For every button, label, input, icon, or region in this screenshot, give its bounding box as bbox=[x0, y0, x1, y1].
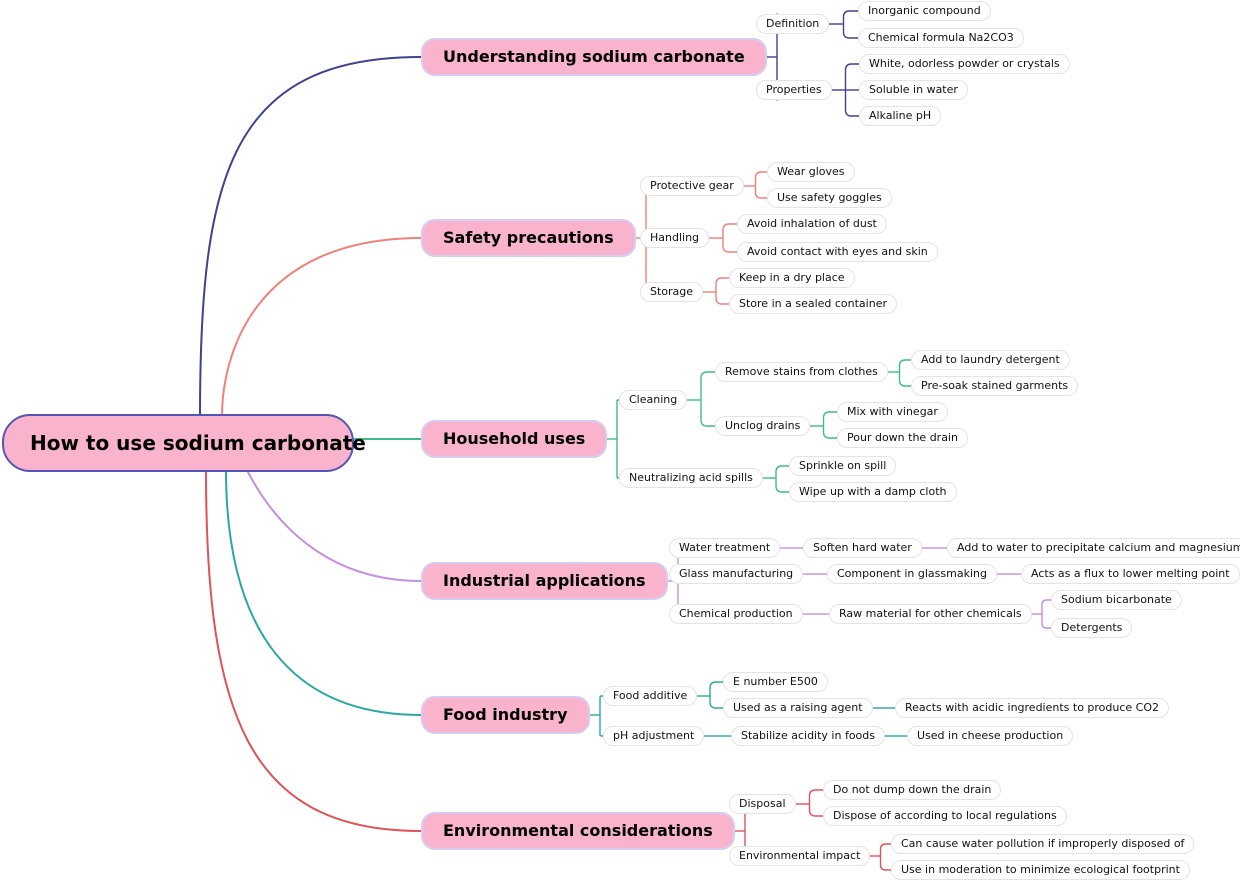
connector-line bbox=[1041, 614, 1051, 629]
topic-mix-with-vinegar[interactable]: Mix with vinegar bbox=[837, 402, 948, 422]
connector-line bbox=[808, 789, 823, 804]
topic-alkaline-ph[interactable]: Alkaline pH bbox=[859, 106, 942, 126]
topic-disposal[interactable]: Disposal bbox=[729, 794, 796, 814]
topic-keep-in-a-dry-place[interactable]: Keep in a dry place bbox=[729, 268, 855, 288]
main-topic-environmental-considerations[interactable]: Environmental considerations bbox=[421, 812, 735, 850]
connector-line bbox=[715, 292, 729, 305]
topic-do-not-dump-down-the-drain[interactable]: Do not dump down the drain bbox=[823, 780, 1002, 800]
connector-line bbox=[722, 238, 737, 253]
topic-handling[interactable]: Handling bbox=[640, 228, 710, 248]
topic-inorganic-compound[interactable]: Inorganic compound bbox=[858, 1, 991, 21]
topic-raw-material-for-other-chemicals[interactable]: Raw material for other chemicals bbox=[829, 604, 1032, 624]
connector-line bbox=[879, 843, 891, 856]
connector-main bbox=[221, 237, 422, 417]
main-topic-food-industry[interactable]: Food industry bbox=[421, 696, 590, 734]
topic-pour-down-the-drain[interactable]: Pour down the drain bbox=[837, 428, 968, 448]
main-topic-safety-precautions[interactable]: Safety precautions bbox=[421, 219, 636, 257]
topic-use-safety-goggles[interactable]: Use safety goggles bbox=[767, 188, 892, 208]
connector-line bbox=[754, 171, 767, 186]
connector-line bbox=[722, 223, 737, 238]
topic-reacts-with-acidic-ingredients-to-produce-co2[interactable]: Reacts with acidic ingredients to produc… bbox=[895, 698, 1170, 718]
topic-properties[interactable]: Properties bbox=[756, 80, 832, 100]
connector-line bbox=[842, 10, 858, 24]
topic-avoid-inhalation-of-dust[interactable]: Avoid inhalation of dust bbox=[737, 214, 887, 234]
topic-cleaning[interactable]: Cleaning bbox=[619, 390, 688, 410]
connector-line bbox=[709, 681, 723, 696]
connector-line bbox=[898, 372, 911, 387]
connector-line bbox=[775, 465, 789, 478]
connector-line bbox=[616, 439, 619, 479]
connector-line bbox=[842, 24, 858, 39]
topic-unclog-drains[interactable]: Unclog drains bbox=[715, 416, 811, 436]
connector-line bbox=[1041, 599, 1051, 614]
topic-dispose-of-according-to-local-regulations[interactable]: Dispose of according to local regulation… bbox=[823, 806, 1067, 826]
topic-water-treatment[interactable]: Water treatment bbox=[669, 538, 781, 558]
connector-line bbox=[844, 63, 859, 90]
topic-environmental-impact[interactable]: Environmental impact bbox=[729, 846, 871, 866]
topic-component-in-glassmaking[interactable]: Component in glassmaking bbox=[827, 564, 997, 584]
connector-line bbox=[599, 715, 603, 737]
main-topic-industrial-applications[interactable]: Industrial applications bbox=[421, 562, 668, 600]
connector-line bbox=[822, 426, 837, 439]
main-topic-understanding-sodium-carbonate[interactable]: Understanding sodium carbonate bbox=[421, 38, 767, 76]
connector-line bbox=[700, 400, 715, 427]
topic-e-number-e500[interactable]: E number E500 bbox=[723, 672, 828, 692]
connector-main bbox=[199, 56, 422, 417]
topic-add-to-laundry-detergent[interactable]: Add to laundry detergent bbox=[911, 350, 1070, 370]
connector-line bbox=[775, 478, 789, 493]
topic-avoid-contact-with-eyes-and-skin[interactable]: Avoid contact with eyes and skin bbox=[737, 242, 938, 262]
connector-main bbox=[225, 469, 422, 716]
topic-sodium-bicarbonate[interactable]: Sodium bicarbonate bbox=[1051, 590, 1182, 610]
connector-line bbox=[879, 856, 891, 871]
topic-used-in-cheese-production[interactable]: Used in cheese production bbox=[907, 726, 1074, 746]
topic-protective-gear[interactable]: Protective gear bbox=[640, 176, 744, 196]
topic-add-to-water-to-precipitate-calcium-and-magnesium[interactable]: Add to water to precipitate calcium and … bbox=[947, 538, 1240, 558]
topic-store-in-a-sealed-container[interactable]: Store in a sealed container bbox=[729, 294, 897, 314]
topic-wipe-up-with-a-damp-cloth[interactable]: Wipe up with a damp cloth bbox=[789, 482, 957, 502]
topic-can-cause-water-pollution-if-improperly-disposed-of[interactable]: Can cause water pollution if improperly … bbox=[891, 834, 1195, 854]
topic-storage[interactable]: Storage bbox=[640, 282, 704, 302]
topic-use-in-moderation-to-minimize-ecological-footprint[interactable]: Use in moderation to minimize ecological… bbox=[891, 860, 1190, 880]
connector-line bbox=[715, 277, 729, 292]
connector-main bbox=[205, 469, 422, 832]
connector-line bbox=[709, 696, 723, 709]
topic-white-odorless-powder-or-crystals[interactable]: White, odorless powder or crystals bbox=[859, 54, 1070, 74]
topic-detergents[interactable]: Detergents bbox=[1051, 618, 1133, 638]
topic-wear-gloves[interactable]: Wear gloves bbox=[767, 162, 855, 182]
root-topic[interactable]: How to use sodium carbonate bbox=[2, 414, 366, 472]
connector-main bbox=[245, 468, 422, 582]
topic-pre-soak-stained-garments[interactable]: Pre-soak stained garments bbox=[911, 376, 1079, 396]
topic-sprinkle-on-spill[interactable]: Sprinkle on spill bbox=[789, 456, 897, 476]
topic-glass-manufacturing[interactable]: Glass manufacturing bbox=[669, 564, 804, 584]
connector-line bbox=[700, 371, 715, 400]
topic-chemical-production[interactable]: Chemical production bbox=[669, 604, 803, 624]
topic-soluble-in-water[interactable]: Soluble in water bbox=[859, 80, 968, 100]
topic-definition[interactable]: Definition bbox=[756, 14, 830, 34]
topic-stabilize-acidity-in-foods[interactable]: Stabilize acidity in foods bbox=[731, 726, 885, 746]
connector-line bbox=[754, 186, 767, 199]
connector-line bbox=[616, 399, 619, 439]
main-topic-household-uses[interactable]: Household uses bbox=[421, 420, 608, 458]
topic-acts-as-a-flux-to-lower-melting-point[interactable]: Acts as a flux to lower melting point bbox=[1021, 564, 1240, 584]
topic-ph-adjustment[interactable]: pH adjustment bbox=[603, 726, 705, 746]
connector-line bbox=[808, 804, 823, 817]
topic-used-as-a-raising-agent[interactable]: Used as a raising agent bbox=[723, 698, 873, 718]
topic-food-additive[interactable]: Food additive bbox=[603, 686, 698, 706]
connector-line bbox=[599, 695, 603, 715]
connector-line bbox=[844, 90, 859, 117]
connector-line bbox=[822, 411, 837, 426]
connector-line bbox=[898, 359, 911, 372]
topic-neutralizing-acid-spills[interactable]: Neutralizing acid spills bbox=[619, 468, 763, 488]
topic-chemical-formula-na2co3[interactable]: Chemical formula Na2CO3 bbox=[858, 28, 1024, 48]
topic-soften-hard-water[interactable]: Soften hard water bbox=[803, 538, 922, 558]
topic-remove-stains-from-clothes[interactable]: Remove stains from clothes bbox=[715, 362, 888, 382]
